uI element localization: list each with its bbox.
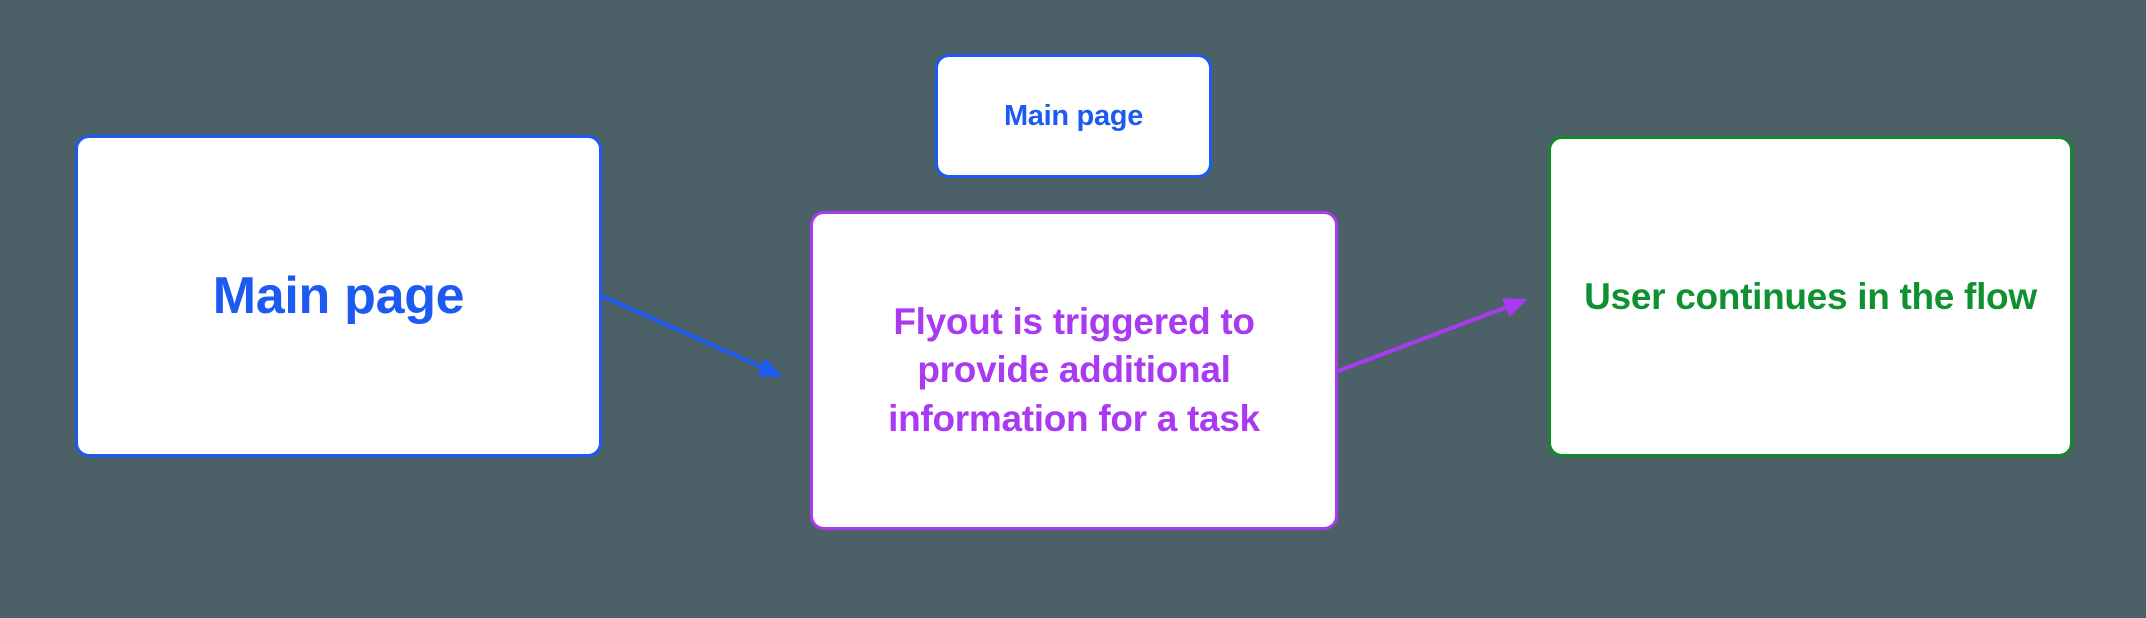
connector-flyout-to-continue[interactable] [1337,298,1528,373]
connector-main-to-flyout-line [601,294,765,370]
node-user-continues-label: User continues in the flow [1584,275,2037,317]
connector-flyout-to-continue-line [1337,305,1508,373]
node-main-page-small[interactable]: Main page [935,54,1212,178]
node-user-continues[interactable]: User continues in the flow [1548,136,2073,457]
connector-flyout-to-continue-arrowhead-icon [1502,298,1528,317]
node-main-page-label: Main page [212,267,465,325]
node-main-page[interactable]: Main page [75,135,602,457]
node-main-page-small-label: Main page [1003,99,1144,132]
connector-main-to-flyout-arrowhead-icon [757,358,783,377]
node-flyout[interactable]: Flyout is triggered to provide additiona… [810,211,1338,530]
node-flyout-label: Flyout is triggered to provide additiona… [888,301,1260,439]
connector-main-to-flyout[interactable] [601,294,783,377]
